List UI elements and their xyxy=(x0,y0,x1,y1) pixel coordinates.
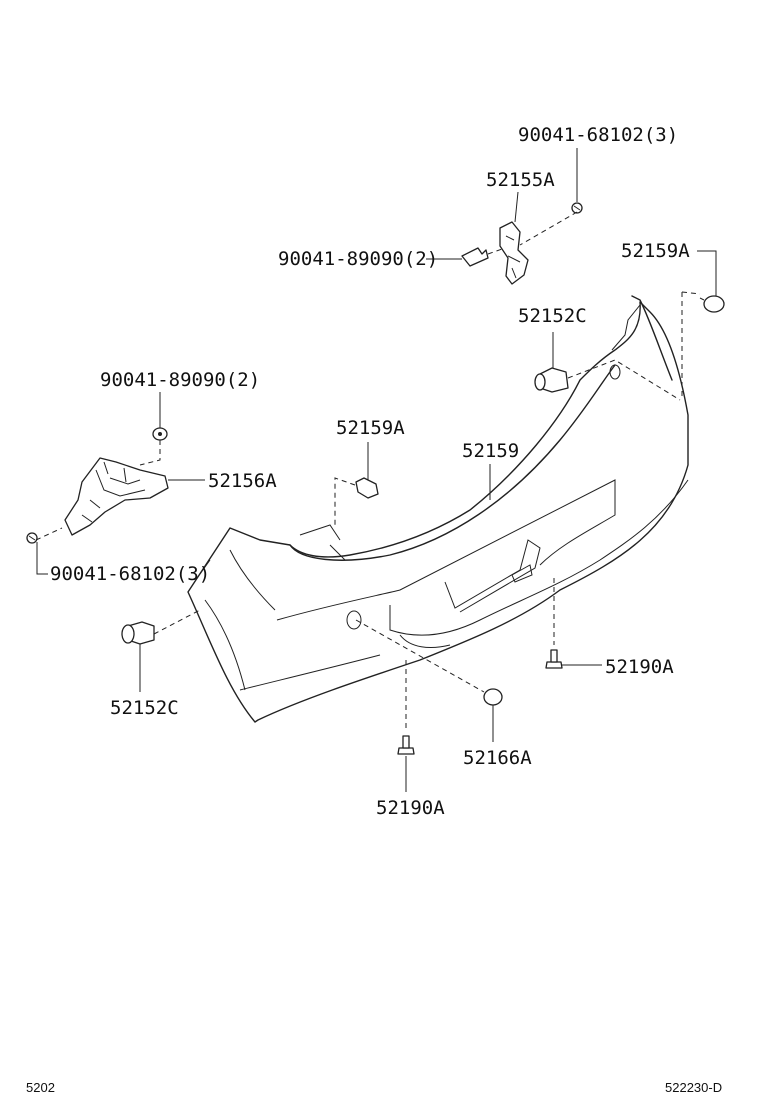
label-plug-right: 52159A xyxy=(621,240,690,262)
label-clip-upper: 90041-68102(3) xyxy=(518,124,678,146)
retainer-icon xyxy=(64,457,169,536)
plug-icon xyxy=(355,477,379,499)
screw-icon xyxy=(152,427,168,441)
bolt-icon xyxy=(397,735,415,755)
leader-lines xyxy=(36,148,717,792)
label-retainer-left: 52156A xyxy=(208,470,277,492)
label-bolt-lower: 52190A xyxy=(376,797,445,819)
plug-icon xyxy=(483,688,503,706)
clip-icon xyxy=(26,532,38,544)
label-plug-lower: 52166A xyxy=(463,747,532,769)
bumper-cover xyxy=(187,295,689,723)
support-icon xyxy=(121,621,155,645)
retainer-icon xyxy=(499,221,529,285)
figure-reference: 522230-D xyxy=(665,1080,722,1095)
screw-icon xyxy=(461,247,489,267)
label-screw-left: 90041-89090(2) xyxy=(100,369,260,391)
support-icon xyxy=(534,367,569,393)
label-retainer-upper: 52155A xyxy=(486,169,555,191)
label-support-right: 52152C xyxy=(518,305,587,327)
label-screw-upper: 90041-89090(2) xyxy=(278,248,438,270)
assembly-lines xyxy=(35,211,701,732)
label-support-left: 52152C xyxy=(110,697,179,719)
plug-icon xyxy=(699,295,725,313)
label-clip-left: 90041-68102(3) xyxy=(50,563,210,585)
label-bumper-cover: 52159 xyxy=(462,440,519,462)
page-reference: 5202 xyxy=(26,1080,55,1095)
label-bolt-right: 52190A xyxy=(605,656,674,678)
clip-icon xyxy=(571,202,583,214)
label-plug-mid: 52159A xyxy=(336,417,405,439)
bolt-icon xyxy=(545,649,563,669)
